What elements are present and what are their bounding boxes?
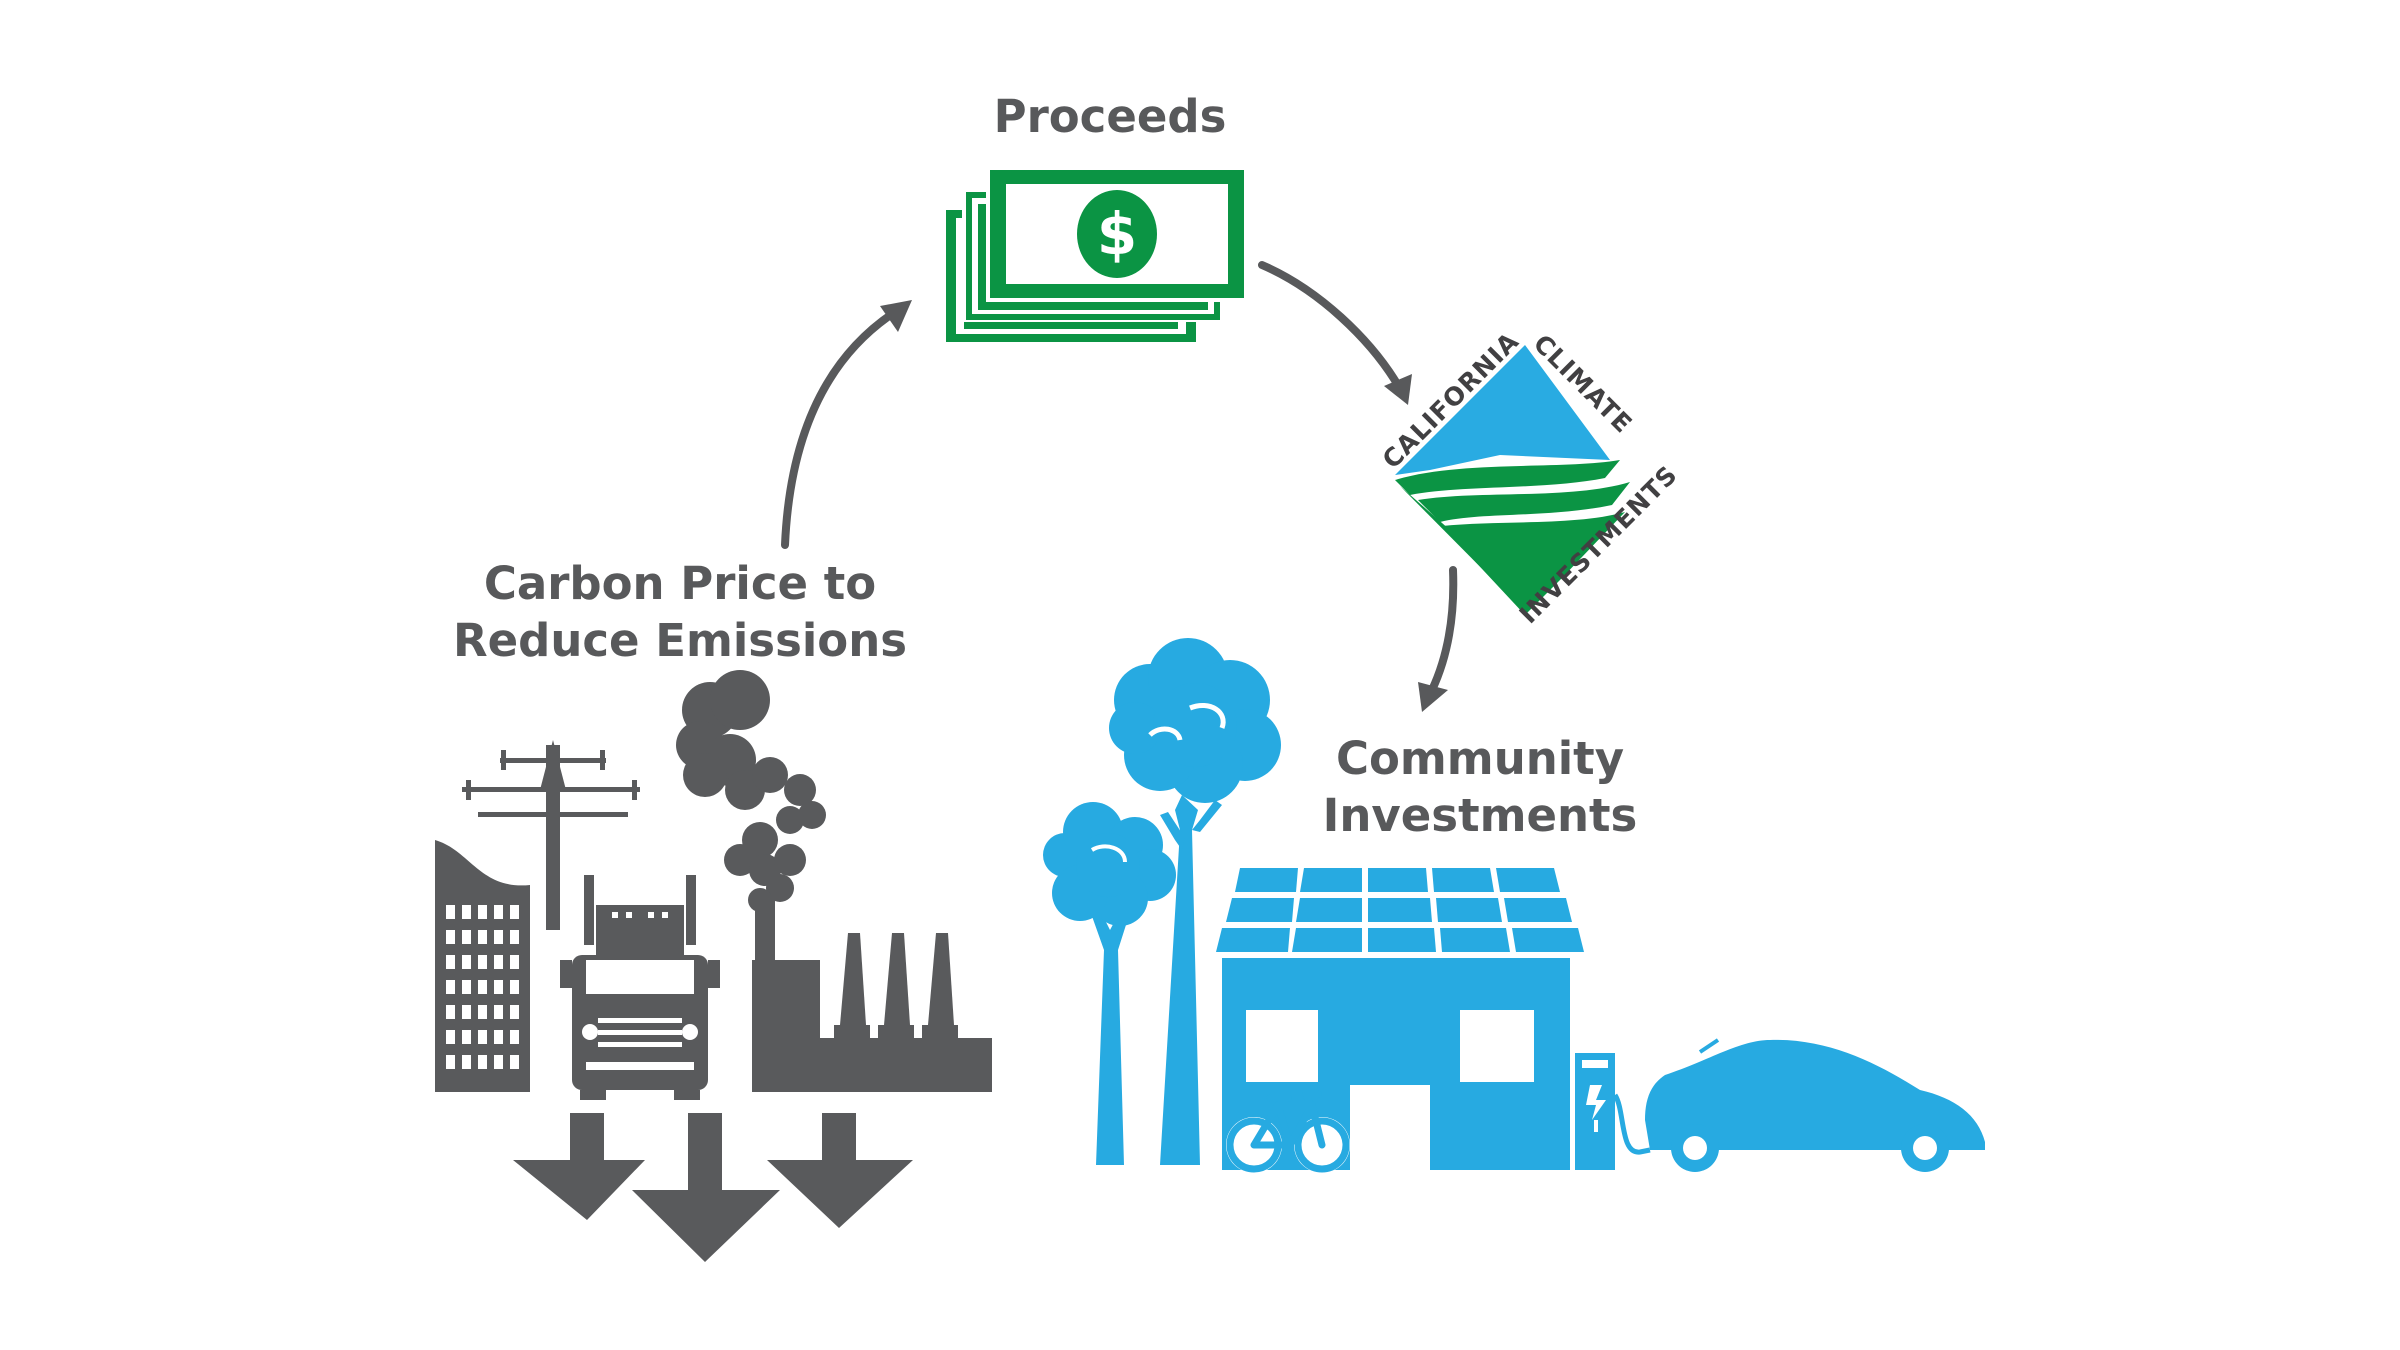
- money-stack-icon: $: [946, 166, 1248, 342]
- tree-icon: [1043, 802, 1176, 1165]
- tree-icon: [1109, 638, 1281, 1165]
- carbon-price-label-line1: Carbon Price to: [483, 557, 877, 610]
- california-climate-investments-logo: CALIFORNIA CLIMATE INVESTMENTS: [1377, 326, 1683, 629]
- carbon-price-label: Carbon Price to Reduce Emissions: [380, 555, 980, 669]
- electric-car-icon: [1645, 1038, 1985, 1172]
- smoke-icon: [676, 670, 826, 912]
- community-investments-label-line1: Community: [1335, 732, 1625, 785]
- factory-icon: [752, 895, 992, 1092]
- community-group: [1043, 638, 1985, 1173]
- solar-panels: [1216, 868, 1584, 952]
- power-tower-icon: [462, 740, 640, 930]
- ev-charger-icon: [1575, 1053, 1651, 1170]
- community-investments-label-line2: Investments: [1322, 789, 1638, 842]
- building-icon: [435, 840, 530, 1092]
- dollar-sign: $: [1097, 200, 1137, 268]
- carbon-price-label-line2: Reduce Emissions: [452, 614, 908, 667]
- truck-icon: [560, 875, 720, 1100]
- down-arrow-icon: [513, 1113, 913, 1262]
- cycle-arrow-down: [1418, 566, 1458, 712]
- cycle-arrow-up: [781, 300, 912, 549]
- cycle-arrow-right: [1258, 261, 1412, 405]
- bicycle-icon: [1226, 1090, 1350, 1173]
- emissions-group: [435, 670, 992, 1262]
- proceeds-label: Proceeds: [993, 90, 1227, 143]
- community-investments-label: Community Investments: [1180, 730, 1780, 844]
